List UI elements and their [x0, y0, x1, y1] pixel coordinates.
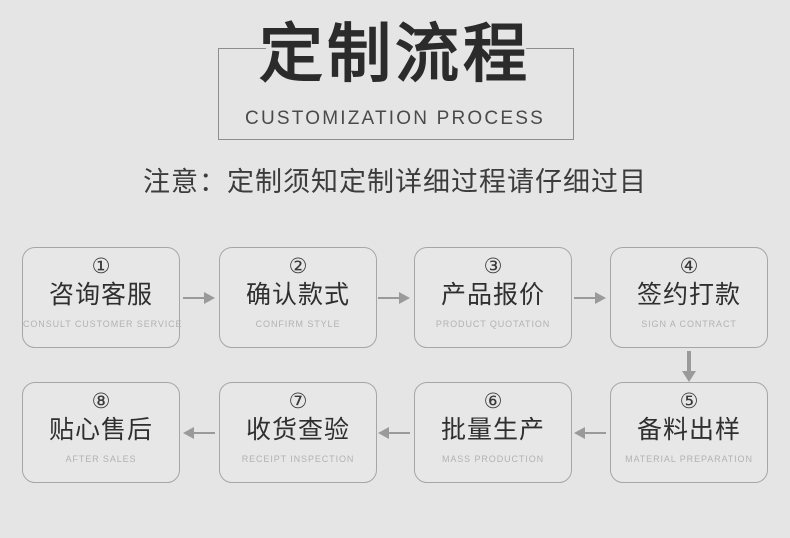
step-label-cn: 产品报价: [440, 281, 545, 309]
step-label-en: CONSULT CUSTOMER SERVICE: [23, 319, 183, 329]
step-label-en: MASS PRODUCTION: [441, 454, 544, 464]
step-label-en: RECEIPT INSPECTION: [241, 454, 355, 464]
step-box-7[interactable]: ⑦ 收货查验 RECEIPT INSPECTION: [219, 382, 377, 483]
page-title: 定制流程: [259, 18, 531, 90]
step-label-cn: 备料出样: [636, 416, 741, 444]
arrow-right-icon: [378, 288, 410, 308]
step-box-6[interactable]: ⑥ 批量生产 MASS PRODUCTION: [414, 382, 572, 483]
step-box-2[interactable]: ② 确认款式 CONFIRM STYLE: [219, 247, 377, 348]
step-box-5[interactable]: ⑤ 备料出样 MATERIAL PREPARATION: [610, 382, 768, 483]
step-box-4[interactable]: ④ 签约打款 SIGN A CONTRACT: [610, 247, 768, 348]
step-number: ⑧: [91, 390, 111, 413]
step-label-en: PRODUCT QUOTATION: [435, 319, 551, 329]
step-number: ⑦: [288, 390, 308, 413]
arrow-down-icon: [676, 351, 702, 382]
step-label-cn: 签约打款: [636, 281, 741, 309]
step-box-8[interactable]: ⑧ 贴心售后 AFTER SALES: [22, 382, 180, 483]
step-number: ①: [91, 255, 111, 278]
page-subtitle: CUSTOMIZATION PROCESS: [245, 108, 545, 129]
arrow-right-icon: [574, 288, 606, 308]
step-number: ④: [679, 255, 699, 278]
step-label-en: MATERIAL PREPARATION: [625, 454, 753, 464]
step-label-cn: 贴心售后: [48, 416, 153, 444]
step-box-3[interactable]: ③ 产品报价 PRODUCT QUOTATION: [414, 247, 572, 348]
notice-text: 注意：定制须知定制详细过程请仔细过目: [143, 167, 647, 197]
step-number: ⑥: [483, 390, 503, 413]
step-label-cn: 收货查验: [245, 416, 350, 444]
step-number: ⑤: [679, 390, 699, 413]
page-header: 定制流程 CUSTOMIZATION PROCESS: [0, 0, 790, 150]
step-number: ③: [483, 255, 503, 278]
arrow-left-icon: [574, 423, 606, 443]
arrow-right-icon: [183, 288, 215, 308]
title-frame-border: [218, 48, 574, 140]
arrow-left-icon: [183, 423, 215, 443]
step-number: ②: [288, 255, 308, 278]
step-label-en: CONFIRM STYLE: [255, 319, 341, 329]
step-label-cn: 确认款式: [245, 281, 350, 309]
arrow-left-icon: [378, 423, 410, 443]
title-frame-top-right-stub: [526, 48, 574, 49]
step-label-en: AFTER SALES: [65, 454, 137, 464]
flow-row-bottom: ⑧ 贴心售后 AFTER SALES ⑦ 收货查验 RECEIPT INSPEC…: [0, 382, 790, 492]
title-frame-top-left-stub: [218, 48, 266, 49]
step-box-1[interactable]: ① 咨询客服 CONSULT CUSTOMER SERVICE: [22, 247, 183, 348]
step-label-cn: 咨询客服: [48, 281, 153, 309]
step-label-cn: 批量生产: [440, 416, 545, 444]
step-label-en: SIGN A CONTRACT: [641, 319, 737, 329]
flow-row-top: ① 咨询客服 CONSULT CUSTOMER SERVICE ② 确认款式 C…: [0, 247, 790, 357]
